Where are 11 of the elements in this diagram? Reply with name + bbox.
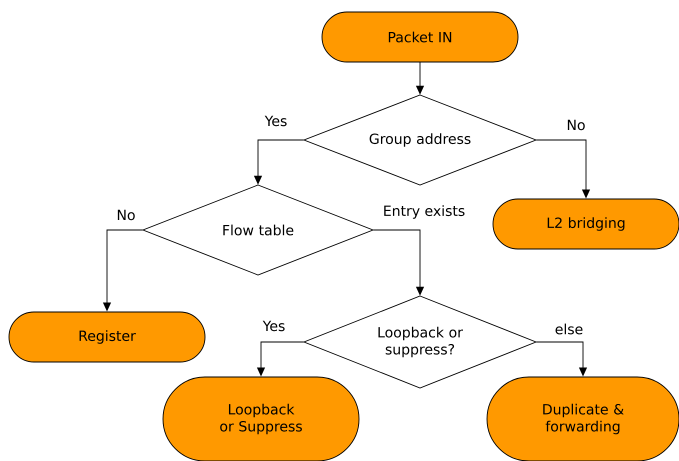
edge-label: No	[566, 118, 587, 132]
edge-label: Entry exists	[382, 204, 466, 220]
edge-label: Yes	[262, 320, 286, 332]
terminal-box: Loopback or Suppress	[162, 376, 360, 461]
edge-label: Yes	[264, 114, 288, 128]
terminal-box: Duplicate & forwarding	[486, 376, 679, 461]
edge-label: No	[115, 208, 137, 222]
edge-label: else	[554, 322, 584, 336]
terminal-box: Register	[8, 312, 206, 362]
terminal-box: Packet IN	[322, 12, 518, 62]
terminal-box: L2 bridging	[492, 198, 679, 250]
